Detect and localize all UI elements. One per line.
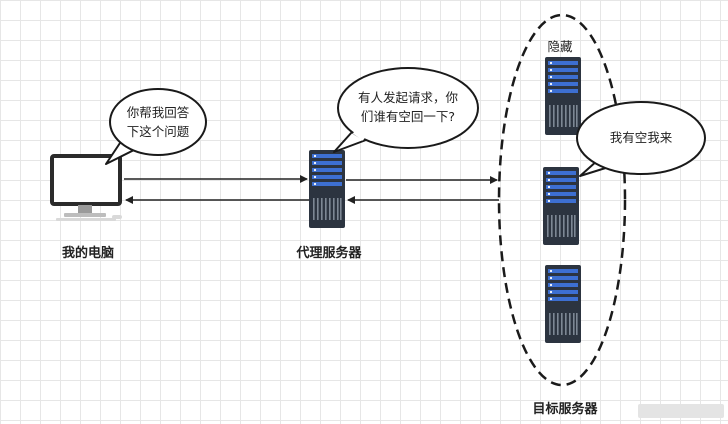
- proxy-bubble-line-2: 们谁有空回一下?: [360, 109, 456, 124]
- target-server-2-icon: [543, 167, 579, 245]
- hidden-label: 隐藏: [547, 39, 573, 54]
- watermark: [638, 404, 724, 418]
- target-server-1-icon: [545, 57, 581, 135]
- computer-speech-bubble: [105, 88, 207, 165]
- computer-bubble-line-2: 下这个问题: [126, 124, 190, 139]
- my-computer-label: 我的电脑: [61, 246, 114, 261]
- computer-bubble-text: 你帮我回答 下这个问题: [118, 103, 198, 141]
- computer-icon: [50, 154, 122, 221]
- proxy-bubble-text: 有人发起请求，你 们谁有空回一下?: [346, 88, 470, 126]
- proxy-speech-bubble: [333, 67, 479, 153]
- target-speech-bubble: [576, 101, 706, 177]
- target-bubble-text: 我有空我来: [596, 128, 686, 147]
- target-servers-label: 目标服务器: [532, 402, 598, 417]
- target-server-3-icon: [545, 265, 581, 343]
- computer-bubble-line-1: 你帮我回答: [126, 105, 190, 120]
- proxy-server-icon: [309, 150, 345, 228]
- target-servers-group: [497, 13, 627, 387]
- proxy-server-label: 代理服务器: [296, 246, 362, 261]
- target-bubble-line-1: 我有空我来: [609, 130, 673, 145]
- proxy-bubble-line-1: 有人发起请求，你: [357, 90, 458, 105]
